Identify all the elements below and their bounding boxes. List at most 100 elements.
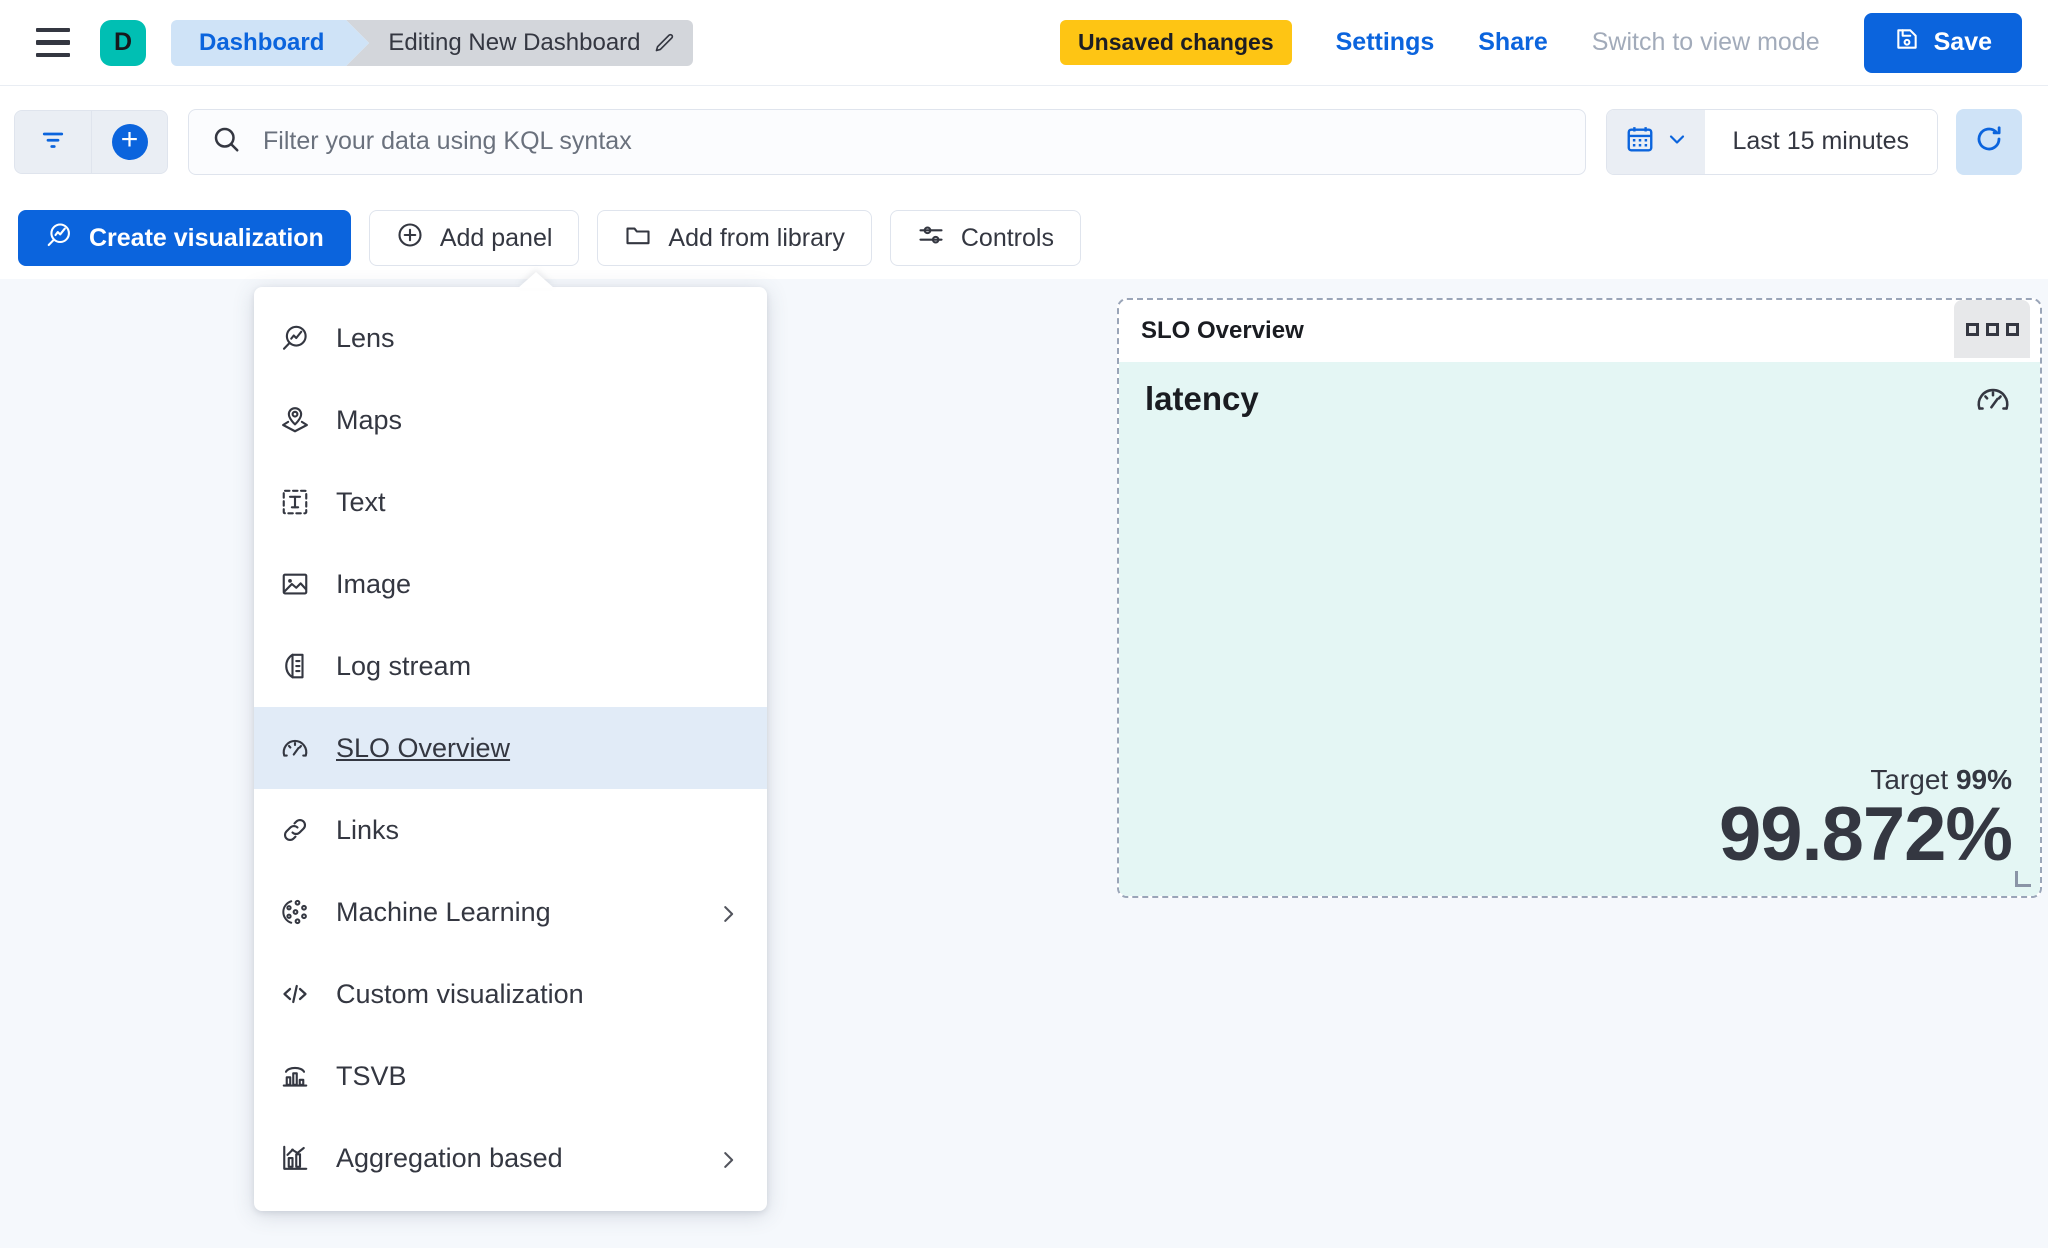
header-actions: Unsaved changes Settings Share Switch to… [1060, 12, 2022, 73]
link-icon [280, 815, 310, 845]
log-stream-icon [280, 651, 310, 681]
image-icon [280, 569, 310, 599]
slo-current-value: 99.872% [1718, 792, 2013, 878]
gauge-icon [280, 733, 310, 763]
three-squares-icon [2005, 322, 2019, 336]
menu-item-slo-overview[interactable]: SLO Overview [254, 707, 767, 789]
add-from-library-label: Add from library [668, 223, 845, 252]
avatar[interactable]: D [100, 19, 146, 66]
menu-item-label: SLO Overview [336, 732, 511, 763]
menu-item-label: TSVB [336, 1060, 407, 1091]
slo-target-value: 99% [1955, 764, 2012, 796]
pencil-icon[interactable] [653, 32, 675, 54]
panel-header: SLO Overview [1119, 300, 2040, 362]
controls-sliders-icon [917, 221, 945, 256]
save-button-label: Save [1933, 28, 1992, 56]
time-range-label[interactable]: Last 15 minutes [1704, 109, 1937, 174]
menu-item-tsvb[interactable]: TSVB [254, 1035, 767, 1117]
switch-to-view-mode-link[interactable]: Switch to view mode [1591, 28, 1820, 56]
plus-circle-icon: + [111, 123, 148, 160]
menu-item-label: Maps [336, 404, 403, 435]
add-panel-label: Add panel [439, 223, 553, 252]
hamburger-line [36, 52, 70, 58]
panel-body-bottom: Target 99% 99.872% [1145, 764, 2013, 878]
search-input[interactable]: Filter your data using KQL syntax [188, 108, 1586, 175]
chevron-right-icon [717, 901, 739, 923]
save-button[interactable]: Save [1863, 12, 2022, 73]
breadcrumb-label: Editing New Dashboard [388, 28, 641, 56]
chevron-right-icon [717, 1147, 739, 1169]
share-link[interactable]: Share [1478, 28, 1548, 56]
folder-icon [624, 221, 652, 256]
date-range-picker[interactable]: Last 15 minutes [1605, 108, 1938, 175]
controls-button[interactable]: Controls [889, 210, 1081, 266]
add-panel-menu: Lens Maps Text [254, 272, 767, 1211]
code-brackets-icon [280, 979, 310, 1009]
menu-item-label: Image [336, 568, 412, 599]
refresh-button[interactable] [1956, 108, 2022, 175]
query-bar: + Filter your data using KQL syntax [0, 86, 2048, 197]
resize-corner-icon[interactable] [2015, 871, 2031, 887]
menu-item-label: Machine Learning [336, 896, 551, 927]
menu-item-label: Aggregation based [336, 1142, 563, 1173]
text-icon [280, 487, 310, 517]
filter-options-button[interactable] [15, 110, 91, 173]
lens-icon [280, 323, 310, 353]
hamburger-line [36, 27, 70, 33]
menu-item-label: Lens [336, 322, 395, 353]
controls-label: Controls [960, 223, 1054, 252]
slo-overview-panel[interactable]: SLO Overview latency [1117, 298, 2042, 898]
add-filter-button[interactable]: + [91, 110, 167, 173]
chevron-down-icon [1665, 127, 1689, 156]
plus-in-circle-icon [396, 221, 424, 256]
machine-learning-icon [280, 897, 310, 927]
breadcrumb-label: Dashboard [199, 28, 325, 56]
panel-body: latency Target 99% 99.872% [1119, 362, 2040, 896]
breadcrumb-item-editing[interactable]: Editing New Dashboard [346, 19, 693, 66]
three-squares-icon [1985, 322, 1999, 336]
save-disk-icon [1894, 26, 1920, 59]
create-visualization-label: Create visualization [89, 223, 324, 252]
filter-controls-group: + [14, 109, 168, 174]
menu-item-label: Text [336, 486, 386, 517]
breadcrumb: Dashboard Editing New Dashboard [171, 19, 693, 66]
menu-item-image[interactable]: Image [254, 543, 767, 625]
settings-link[interactable]: Settings [1335, 28, 1435, 56]
lens-icon [45, 221, 73, 256]
menu-item-label: Custom visualization [336, 978, 584, 1009]
search-icon [211, 124, 241, 159]
refresh-icon [1973, 123, 2005, 160]
menu-item-maps[interactable]: Maps [254, 379, 767, 461]
menu-item-custom-visualization[interactable]: Custom visualization [254, 953, 767, 1035]
aggregation-chart-icon [280, 1143, 310, 1173]
add-panel-button[interactable]: Add panel [368, 210, 580, 266]
dashboard-toolbar: Create visualization Add panel Add from … [0, 197, 2048, 279]
panel-title: SLO Overview [1141, 317, 1304, 344]
menu-item-aggregation-based[interactable]: Aggregation based [254, 1117, 767, 1199]
calendar-quick-select-button[interactable] [1606, 109, 1705, 174]
status-badge-unsaved[interactable]: Unsaved changes [1060, 20, 1292, 65]
gauge-icon [1974, 380, 2012, 418]
menu-item-log-stream[interactable]: Log stream [254, 625, 767, 707]
slo-target-prefix: Target [1870, 764, 1949, 796]
popover-arrow [518, 272, 554, 288]
menu-item-text[interactable]: Text [254, 461, 767, 543]
menu-item-label: Log stream [336, 650, 472, 681]
breadcrumb-item-dashboard[interactable]: Dashboard [171, 19, 370, 66]
search-placeholder: Filter your data using KQL syntax [263, 127, 632, 155]
tsvb-bar-icon [280, 1061, 310, 1091]
slo-metric-name: latency [1145, 380, 1259, 417]
three-squares-icon [1965, 322, 1979, 336]
calendar-icon [1625, 124, 1655, 159]
menu-item-lens[interactable]: Lens [254, 297, 767, 379]
menu-item-links[interactable]: Links [254, 789, 767, 871]
menu-item-machine-learning[interactable]: Machine Learning [254, 871, 767, 953]
hamburger-icon[interactable] [30, 20, 76, 66]
create-visualization-button[interactable]: Create visualization [18, 210, 351, 266]
panel-body-top: latency [1145, 380, 2012, 418]
panel-context-menu-button[interactable] [1954, 300, 2030, 358]
menu-item-label: Links [336, 814, 400, 845]
top-header-bar: D Dashboard Editing New Dashboard Unsave… [0, 0, 2048, 86]
add-from-library-button[interactable]: Add from library [597, 210, 872, 266]
maps-pin-icon [280, 405, 310, 435]
